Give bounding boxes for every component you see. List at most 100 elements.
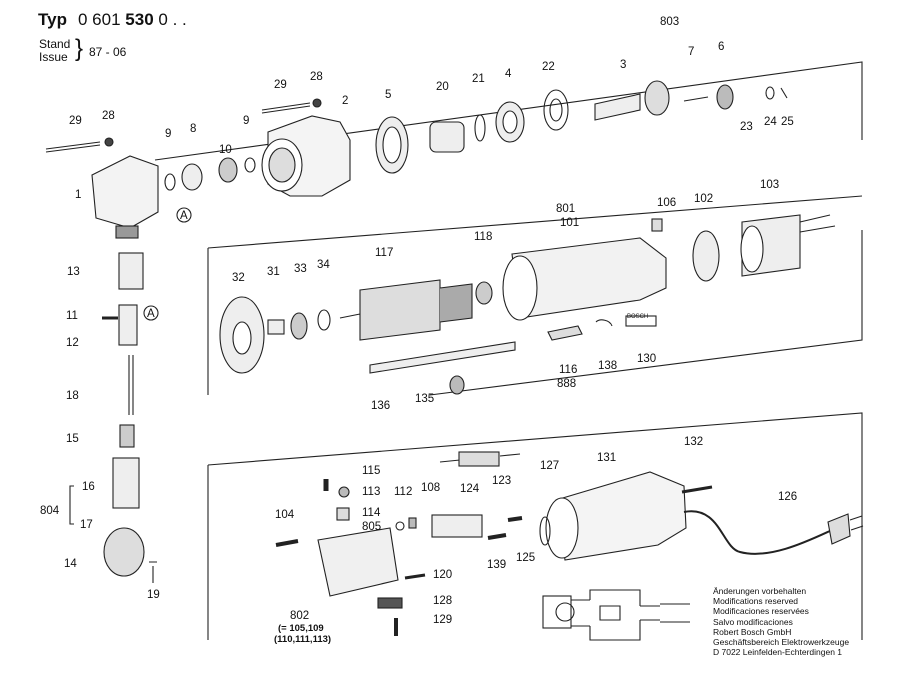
- plug-126: [827, 513, 851, 545]
- part-label-5: 5: [385, 89, 392, 101]
- pin-7: [683, 96, 709, 102]
- part-label-23: 23: [740, 121, 753, 133]
- part-label-6: 6: [718, 41, 725, 53]
- brush-holder-102: [692, 230, 720, 282]
- clip-138: [595, 319, 613, 327]
- part-label-888: 888: [557, 378, 577, 390]
- note-line: Salvo modificaciones: [713, 616, 793, 627]
- part-label-22: 22: [542, 61, 555, 73]
- stand-value: 87 - 06: [89, 45, 127, 59]
- part-label-129: 129: [433, 614, 453, 626]
- stand-label: Stand: [39, 37, 71, 51]
- electronics-802: [317, 527, 399, 597]
- washer-22-inner: [549, 98, 563, 122]
- end-shield-32-inner: [232, 321, 252, 355]
- part-label-127: 127: [540, 460, 560, 472]
- stator-103-bore: [740, 225, 764, 273]
- part-label-123: 123: [492, 475, 512, 487]
- frame-bottom: [207, 412, 863, 640]
- part-label-103: 103: [760, 179, 780, 191]
- screw-29-top: [261, 102, 311, 114]
- armature-117: [339, 279, 441, 341]
- part-label-7: 7: [688, 46, 695, 58]
- washer-22: [543, 89, 569, 131]
- note-line: Änderungen vorbehalten: [713, 586, 807, 596]
- bushing-31: [267, 319, 285, 335]
- part-label-801: 801: [556, 203, 576, 215]
- type-bold: 530: [125, 10, 154, 29]
- part-label-28a: 28: [310, 71, 323, 83]
- revision-notes: Änderungen vorbehalten Modifications res…: [713, 586, 849, 657]
- issue-label: Issue: [39, 50, 68, 64]
- washer-9a: [164, 173, 176, 191]
- ref-a-circle-1: [176, 207, 192, 223]
- washer-9b: [244, 157, 256, 173]
- part-label-116: 116: [559, 364, 578, 376]
- bushing-8: [181, 163, 203, 191]
- clip-25: [780, 87, 788, 99]
- part-label-12: 12: [66, 337, 79, 349]
- part-label-117: 117: [375, 247, 394, 259]
- type-number: 0 601 530 0 . .: [78, 10, 187, 30]
- part-label-120: 120: [433, 569, 453, 581]
- part-label-108: 108: [421, 482, 441, 494]
- sleeve-20: [429, 121, 465, 153]
- screw-19: [149, 561, 157, 583]
- part-label-804: 804: [40, 505, 60, 517]
- resistor-123-body: [458, 451, 500, 467]
- part-label-a2: A: [147, 308, 155, 320]
- part-label-4: 4: [505, 68, 512, 80]
- part-label-16: 16: [82, 481, 95, 493]
- part-label-2: 2: [342, 95, 349, 107]
- washer-24: [765, 86, 775, 100]
- knob-135: [449, 375, 465, 395]
- part-label-114: 114: [362, 507, 381, 519]
- armature-117-commutator: [439, 283, 473, 323]
- part-label-138: 138: [598, 360, 618, 372]
- cord-126: [683, 510, 833, 555]
- part-label-32: 32: [232, 272, 245, 284]
- part-label-112: 112: [394, 486, 413, 498]
- housing-131: [555, 471, 687, 561]
- screw-120: [404, 573, 426, 580]
- part-label-130: 130: [637, 353, 657, 365]
- screw-139: [487, 533, 507, 540]
- part-label-104: 104: [275, 509, 295, 521]
- part-label-1: 1: [75, 189, 82, 201]
- part-label-19: 19: [147, 589, 160, 601]
- part-label-802a: (= 105,109: [278, 623, 324, 634]
- part-label-9a: 9: [165, 128, 172, 140]
- part-label-18: 18: [66, 390, 79, 402]
- part-label-102: 102: [694, 193, 714, 205]
- part-label-135: 135: [415, 393, 435, 405]
- block-114: [336, 507, 350, 521]
- type-prefix: 0 601: [78, 10, 121, 29]
- die-16: [112, 457, 140, 509]
- washer-113: [338, 486, 350, 498]
- strip-136: [369, 341, 516, 374]
- bearing-33: [290, 312, 308, 340]
- bracket-804: [69, 485, 74, 525]
- head-1-thread: [115, 225, 139, 239]
- housing-2-bore-inner: [268, 147, 296, 183]
- part-label-29a: 29: [274, 79, 287, 91]
- part-label-21: 21: [472, 73, 485, 85]
- part-label-bosch: BOSCH: [627, 314, 649, 320]
- part-label-139: 139: [487, 559, 507, 571]
- part-label-25: 25: [781, 116, 794, 128]
- part-label-20: 20: [436, 81, 449, 93]
- bolt-12: [118, 304, 138, 346]
- part-label-131: 131: [597, 452, 617, 464]
- stator-103-leads: [799, 214, 836, 233]
- part-label-802b: (110,111,113): [274, 634, 332, 645]
- ref-a-circle-2: [143, 305, 159, 321]
- screw-132: [681, 485, 713, 494]
- ball-bearing-4-inner: [502, 110, 518, 134]
- screw-29-left: [45, 141, 101, 153]
- part-label-115: 115: [362, 465, 381, 477]
- switch-124: [431, 514, 483, 538]
- plate-116: [547, 325, 583, 341]
